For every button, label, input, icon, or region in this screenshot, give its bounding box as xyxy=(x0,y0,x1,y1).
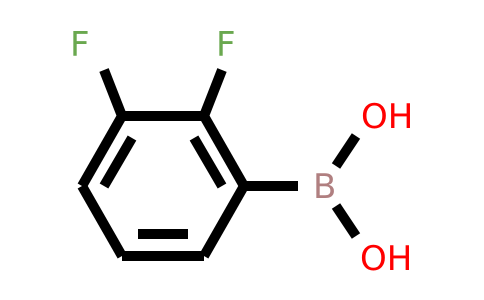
bond-lines xyxy=(77,68,361,261)
bond-c-f-right xyxy=(199,68,227,118)
bond-c-f-left xyxy=(99,68,127,118)
fluorine-atom-right: F xyxy=(216,25,236,65)
hydroxyl-group-upper: OH xyxy=(361,97,413,137)
bond-b-oh-upper xyxy=(331,133,361,169)
ring-bond-lower-left xyxy=(77,183,127,259)
fluorine-atom-left: F xyxy=(70,25,90,65)
boron-atom: B xyxy=(313,167,336,207)
aromatic-inner-upper-right xyxy=(189,135,227,189)
bond-b-oh-lower xyxy=(331,203,361,239)
ring-bond-upper-left xyxy=(77,113,127,189)
hydroxyl-group-lower: OH xyxy=(360,239,412,279)
aromatic-inner-upper-left xyxy=(99,135,137,189)
ring-bond-upper-right xyxy=(199,113,249,189)
ring-bond-lower-right xyxy=(199,183,249,259)
